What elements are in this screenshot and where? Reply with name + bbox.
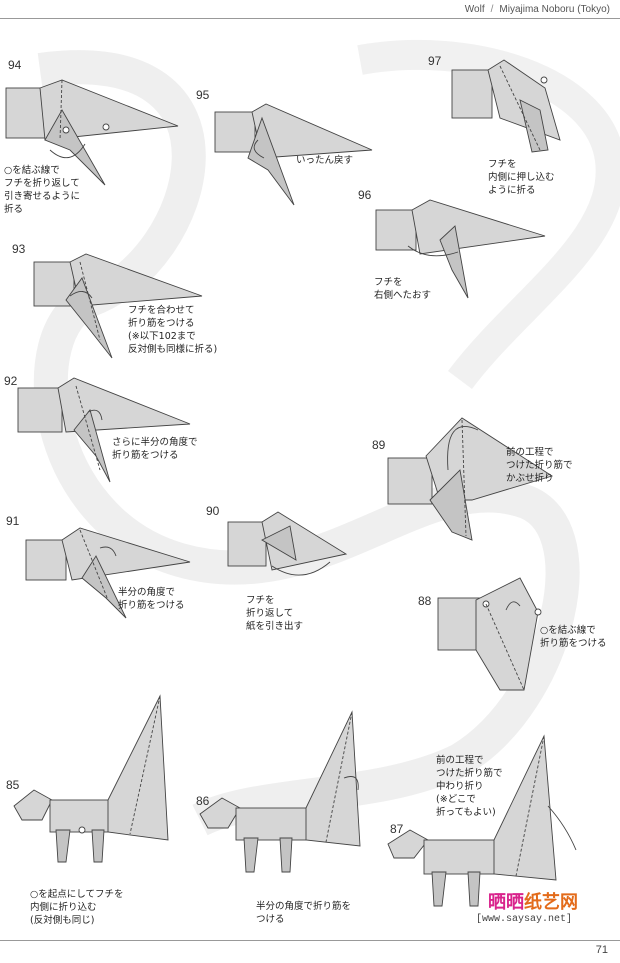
step-note-87: 前の工程で つけた折り筋で 中わり折り (※どこで 折ってもよい) <box>436 755 503 818</box>
step-note-93: フチを合わせて 折り筋をつける (※以下102まで 反対側も同様に折る) <box>128 305 218 355</box>
figure-93 <box>33 253 203 359</box>
page-number: 71 <box>595 944 608 956</box>
background-swirl-2 <box>357 39 620 390</box>
step-note-97: フチを 内側に押し込む ように折る <box>488 159 555 196</box>
step-note-96: フチを 右側へたおす <box>374 277 432 301</box>
header-rule <box>0 18 620 19</box>
step-note-88: ○を結ぶ線で 折り筋をつける <box>540 625 607 649</box>
step-note-92: さらに半分の角度で 折り筋をつける <box>112 437 198 461</box>
step-number-86: 86 <box>196 794 210 808</box>
figure-87 <box>387 734 577 907</box>
header-title: Wolf <box>464 4 485 15</box>
step-number-87: 87 <box>390 822 404 836</box>
step-note-85: ○を起点にしてフチを 内側に折り込む (反対側も同じ) <box>30 889 124 926</box>
header-separator: / <box>490 4 494 15</box>
watermark-logo: 晒晒纸艺网 <box>488 888 578 914</box>
step-number-93: 93 <box>12 242 26 256</box>
step-number-90: 90 <box>206 504 220 518</box>
step-number-95: 95 <box>196 88 210 102</box>
figure-89 <box>387 417 554 541</box>
figure-97 <box>451 59 561 153</box>
figure-86 <box>199 710 361 873</box>
step-number-94: 94 <box>8 58 22 72</box>
step-number-89: 89 <box>372 438 386 452</box>
figure-85 <box>13 694 169 863</box>
watermark-part2: 纸艺网 <box>524 892 578 913</box>
page-header: Wolf / Miyajima Noboru (Tokyo) <box>465 4 610 15</box>
figure-92 <box>17 377 191 483</box>
step-number-91: 91 <box>6 514 20 528</box>
step-number-92: 92 <box>4 374 18 388</box>
step-number-96: 96 <box>358 188 372 202</box>
step-note-90: フチを 折り返して 紙を引き出す <box>246 595 304 632</box>
step-note-95: いったん戻す <box>296 155 354 166</box>
watermark-url: [www.saysay.net] <box>476 914 573 925</box>
footer-rule <box>0 940 620 941</box>
step-number-88: 88 <box>418 594 432 608</box>
step-number-97: 97 <box>428 54 442 68</box>
step-note-86: 半分の角度で折り筋を つける <box>256 901 352 925</box>
figure-96 <box>375 199 546 299</box>
watermark-part1: 晒晒 <box>488 892 524 913</box>
step-note-89: 前の工程で つけた折り筋で かぶせ折り <box>506 447 573 484</box>
step-note-94: ○を結ぶ線で フチを折り返して 引き寄せるように 折る <box>4 165 81 215</box>
figure-94 <box>5 79 179 186</box>
figure-88 <box>437 577 542 691</box>
figure-91 <box>25 527 191 619</box>
step-number-85: 85 <box>6 778 20 792</box>
step-note-91: 半分の角度で 折り筋をつける <box>118 587 185 611</box>
header-author: Miyajima Noboru (Tokyo) <box>499 4 610 15</box>
figure-90 <box>227 511 348 576</box>
figure-95 <box>214 103 373 206</box>
